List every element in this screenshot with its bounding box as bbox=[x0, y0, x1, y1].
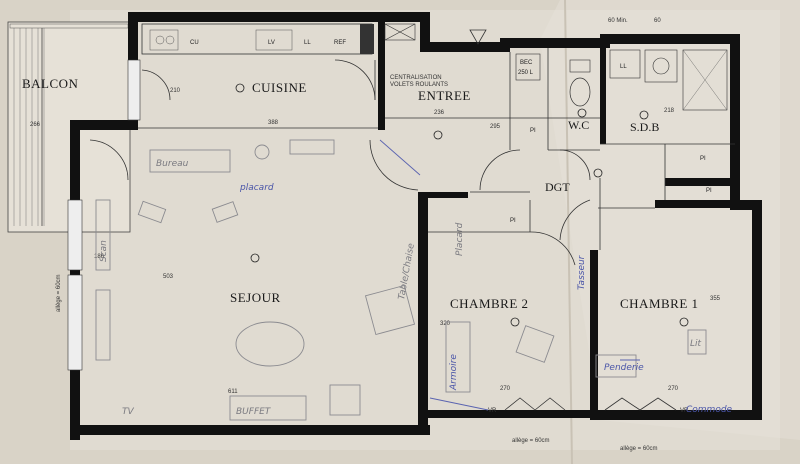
fixture-pi-sdb: PI bbox=[700, 156, 706, 162]
room-label-cuisine: CUISINE bbox=[252, 80, 307, 95]
dim-ch1-width: 270 bbox=[668, 386, 679, 392]
centralisation-label: CENTRALISATION bbox=[390, 75, 442, 81]
fixture-pi-wc: PI bbox=[530, 128, 536, 134]
annotation-lit: Lit bbox=[690, 339, 702, 349]
dim-sdb-width: 218 bbox=[664, 108, 675, 114]
dim-ch1-height: 355 bbox=[710, 296, 721, 302]
room-label-sejour: SEJOUR bbox=[230, 290, 281, 305]
annotation-bureau: Bureau bbox=[156, 159, 189, 169]
allege-ch2-label: allège = 60cm bbox=[512, 438, 550, 444]
annotation-tasseur: Tasseur bbox=[577, 254, 587, 290]
allege-ch1-label: allège = 60cm bbox=[620, 446, 658, 452]
dim-balcon-height: 266 bbox=[30, 122, 41, 128]
kitchen-counter bbox=[141, 23, 416, 55]
fixture-bec: BEC bbox=[520, 60, 533, 66]
doors bbox=[89, 59, 677, 411]
dim-sdb-top-a: 60 Min. bbox=[608, 18, 628, 24]
pen-marks bbox=[379, 139, 640, 411]
annotation-penderie: Penderie bbox=[604, 363, 644, 373]
room-label-wc: W.C bbox=[568, 118, 589, 132]
dim-window-low: 186 bbox=[94, 254, 105, 260]
annotation-placard-ch2: Placard bbox=[455, 222, 465, 256]
dim-entree-height: 295 bbox=[490, 124, 501, 130]
annotation-armoire: Armoire bbox=[449, 354, 459, 391]
room-label-chambre2: CHAMBRE 2 bbox=[450, 296, 529, 311]
dim-kitchen-height: 210 bbox=[170, 88, 181, 94]
dim-ch2-width: 270 bbox=[500, 386, 511, 392]
dim-sejour-height: 503 bbox=[163, 274, 174, 280]
room-label-entree: ENTREE bbox=[418, 88, 471, 103]
fixture-ll-sdb: LL bbox=[620, 64, 627, 70]
bathroom-fixtures bbox=[515, 49, 728, 111]
pencil-sketches bbox=[95, 139, 707, 421]
annotation-tv: TV bbox=[122, 407, 134, 417]
dim-entree-width: 236 bbox=[434, 110, 445, 116]
fixture-ll: LL bbox=[304, 40, 311, 46]
left-windows bbox=[67, 59, 141, 371]
entry-arrow-icon bbox=[469, 29, 487, 45]
annotation-scan: Scan bbox=[99, 240, 109, 262]
fixture-ref: REF bbox=[334, 40, 346, 46]
fixture-bec-value: 250 L bbox=[518, 70, 534, 76]
dim-sejour-width: 611 bbox=[228, 389, 238, 395]
paper-crease bbox=[564, 0, 573, 464]
allege-left-label: allège = 60cm bbox=[56, 274, 62, 312]
light-points bbox=[235, 83, 689, 327]
partitions bbox=[138, 48, 735, 250]
annotation-placard: placard bbox=[239, 183, 274, 193]
vr-ch2-label: VR bbox=[488, 408, 497, 414]
dim-cuisine-width: 388 bbox=[268, 120, 279, 126]
dim-ch2-height: 320 bbox=[440, 321, 451, 327]
room-label-dgt: DGT bbox=[545, 180, 570, 194]
fixture-pi-dgt: PI bbox=[510, 218, 516, 224]
vr-ch1-label: VR bbox=[680, 408, 689, 414]
room-label-chambre1: CHAMBRE 1 bbox=[620, 296, 699, 311]
room-label-balcon: BALCON bbox=[22, 76, 79, 91]
annotation-commode: Commode bbox=[686, 405, 733, 415]
dim-sdb-top-b: 60 bbox=[654, 18, 661, 24]
fixture-pi-ch1: PI bbox=[706, 188, 712, 194]
volets-roulants-label: VOLETS ROULANTS bbox=[390, 82, 448, 88]
room-label-sdb: S.D.B bbox=[630, 120, 659, 134]
fixture-cu: CU bbox=[190, 40, 199, 46]
fixture-lv: LV bbox=[268, 40, 275, 46]
annotation-buffet: BUFFET bbox=[236, 407, 272, 417]
